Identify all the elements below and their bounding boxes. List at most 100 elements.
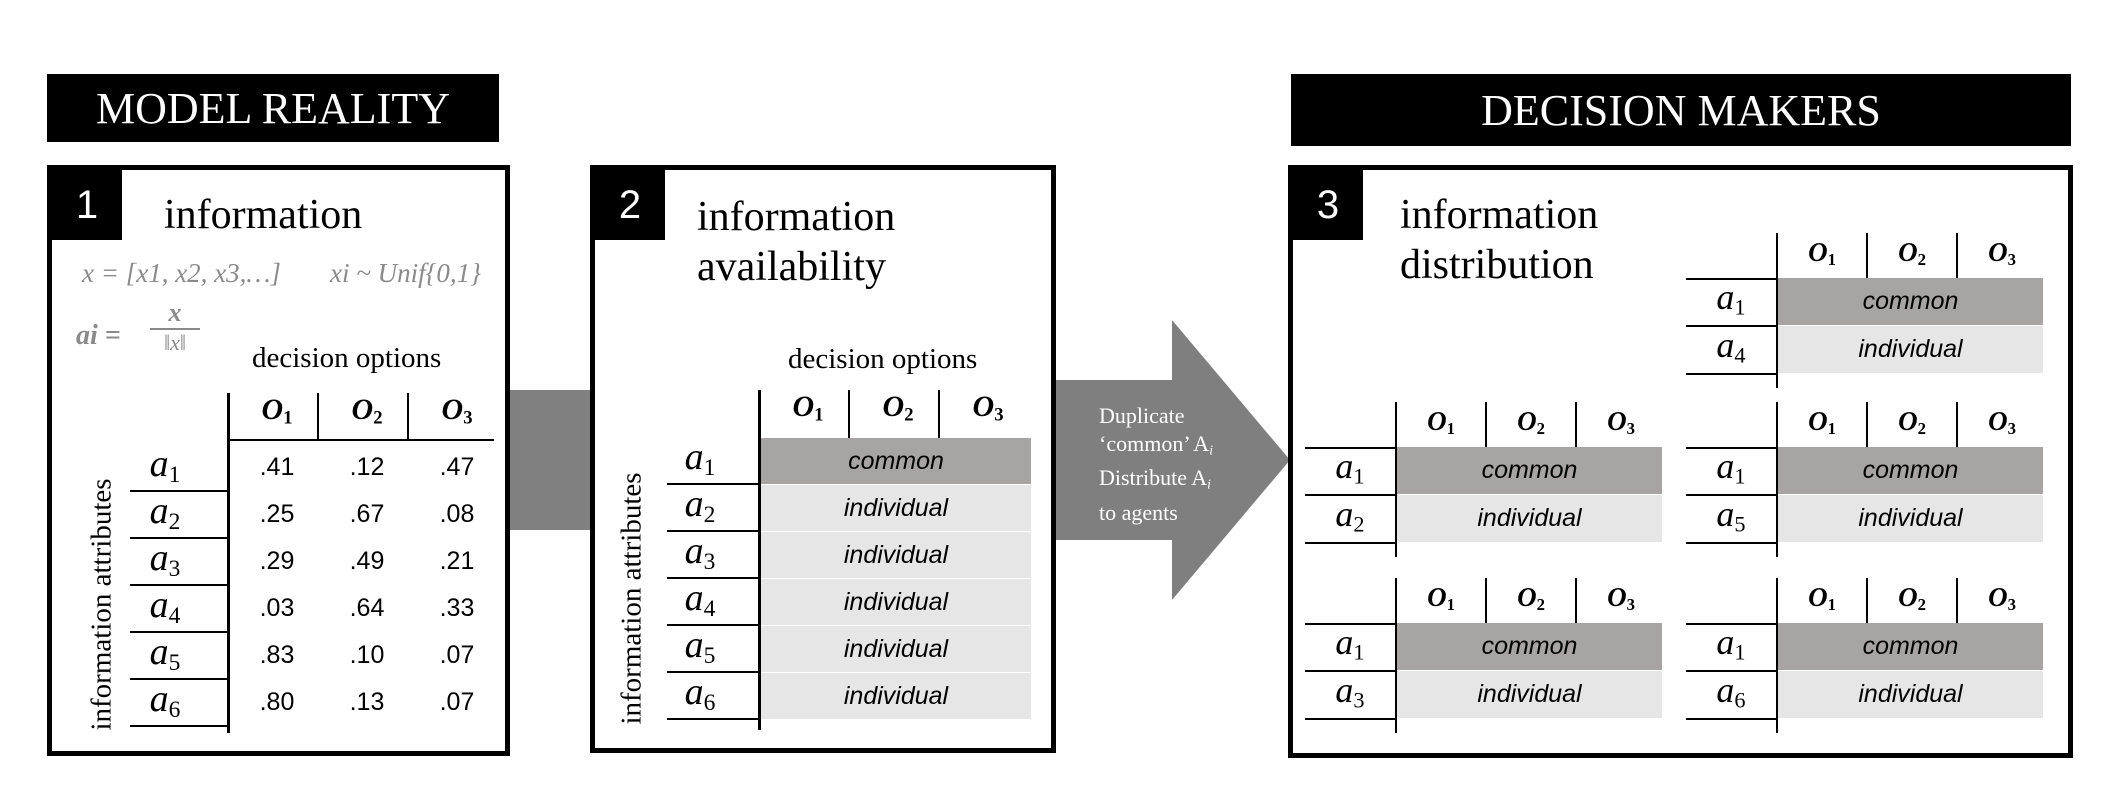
option-header: O1: [792, 390, 824, 426]
row-divider: [1305, 447, 1395, 449]
connector-bar: [506, 390, 592, 530]
column-divider: [1485, 402, 1487, 447]
individual-band: individual: [761, 579, 1031, 625]
option-header: O2: [1898, 406, 1926, 439]
option-header: O2: [1898, 237, 1926, 270]
individual-band: individual: [1778, 495, 2043, 542]
panel-2-title: information availability: [697, 194, 896, 290]
distribution-arrow: [1052, 320, 1290, 600]
attribute-label: a6: [149, 678, 181, 723]
column-divider: [1866, 578, 1868, 623]
row-divider: [1686, 670, 1776, 672]
option-header: O2: [1517, 582, 1545, 615]
value-cell: .13: [349, 688, 385, 716]
option-header: O3: [1607, 406, 1635, 439]
step-number-1: 1: [52, 170, 122, 240]
value-cell: .12: [349, 453, 385, 481]
attribute-label: a4: [684, 577, 716, 622]
row-divider: [130, 584, 227, 586]
row-divider: [1305, 542, 1395, 544]
column-divider: [1866, 402, 1868, 447]
common-band: common: [1397, 447, 1662, 494]
row-divider: [130, 490, 227, 492]
column-divider: [1956, 233, 1958, 278]
individual-band: individual: [1778, 326, 2043, 373]
value-cell: .47: [439, 453, 475, 481]
attribute-label: a2: [1335, 494, 1365, 537]
value-cell: .21: [439, 547, 475, 575]
attribute-label: a6: [1716, 670, 1746, 713]
attribute-label: a5: [149, 631, 181, 676]
common-band: common: [1778, 278, 2043, 325]
panel-information-availability: 2 information availability decision opti…: [590, 165, 1056, 753]
attribute-label: a5: [1716, 494, 1746, 537]
row-divider: [1686, 494, 1776, 496]
individual-band: individual: [761, 532, 1031, 578]
individual-band: individual: [761, 673, 1031, 719]
row-divider: [667, 624, 758, 626]
formula-a-normalized: ai =: [76, 320, 121, 351]
individual-band: individual: [761, 626, 1031, 672]
value-cell: .80: [259, 688, 295, 716]
row-divider: [1686, 447, 1776, 449]
attribute-label: a3: [149, 537, 181, 582]
step-number-2: 2: [595, 170, 665, 240]
attribute-label: a5: [684, 624, 716, 669]
value-cell: .41: [259, 453, 295, 481]
attribute-label: a6: [684, 671, 716, 716]
value-cell: .07: [439, 688, 475, 716]
panel-3-title: information distribution: [1400, 192, 1599, 288]
option-header: O3: [1607, 582, 1635, 615]
row-divider: [667, 483, 758, 485]
attribute-label: a1: [149, 443, 181, 488]
row-divider: [130, 725, 227, 727]
formula-x-vector: x = [x1, x2, x3,…]: [82, 258, 281, 288]
attribute-label: a1: [1335, 622, 1365, 665]
common-band: common: [1397, 623, 1662, 670]
attribute-label: a4: [149, 584, 181, 629]
value-cell: .67: [349, 500, 385, 528]
column-divider: [1485, 578, 1487, 623]
row-divider: [667, 718, 758, 720]
row-divider: [1305, 670, 1395, 672]
panel-1-title: information: [164, 192, 363, 238]
step-number-3: 3: [1293, 170, 1363, 240]
value-cell: .25: [259, 500, 295, 528]
row-divider: [1305, 494, 1395, 496]
option-header: O3: [1988, 406, 2016, 439]
common-band: common: [1778, 447, 2043, 494]
row-divider: [1305, 718, 1395, 720]
value-cell: .29: [259, 547, 295, 575]
individual-band: individual: [1397, 671, 1662, 718]
arrow-text: Duplicate ‘common’ Ai Distribute Ai to a…: [1099, 402, 1213, 527]
value-cell: .83: [259, 641, 295, 669]
row-divider: [1686, 623, 1776, 625]
value-cell: .08: [439, 500, 475, 528]
option-header: O3: [972, 390, 1004, 426]
arrow-line-3: Distribute Ai: [1099, 465, 1211, 492]
attribute-label: a4: [1716, 325, 1746, 368]
arrow-line-4: to agents: [1099, 499, 1178, 525]
row-divider: [1686, 373, 1776, 375]
option-header: O1: [1808, 237, 1836, 270]
individual-band: individual: [1397, 495, 1662, 542]
row-divider: [667, 530, 758, 532]
formula-fraction: x ‖x‖: [150, 298, 200, 356]
row-divider: [667, 577, 758, 579]
option-header: O3: [1988, 237, 2016, 270]
decision-makers-banner: DECISION MAKERS: [1291, 74, 2071, 146]
row-divider: [1686, 718, 1776, 720]
column-divider: [1956, 578, 1958, 623]
option-header: O2: [1517, 406, 1545, 439]
common-band: common: [1778, 623, 2043, 670]
attribute-label: a1: [1335, 446, 1365, 489]
attribute-label: a3: [684, 530, 716, 575]
model-reality-banner: MODEL REALITY: [47, 74, 499, 142]
decision-options-label: decision options: [788, 343, 978, 375]
common-band: common: [761, 438, 1031, 484]
option-header: O1: [1427, 582, 1455, 615]
